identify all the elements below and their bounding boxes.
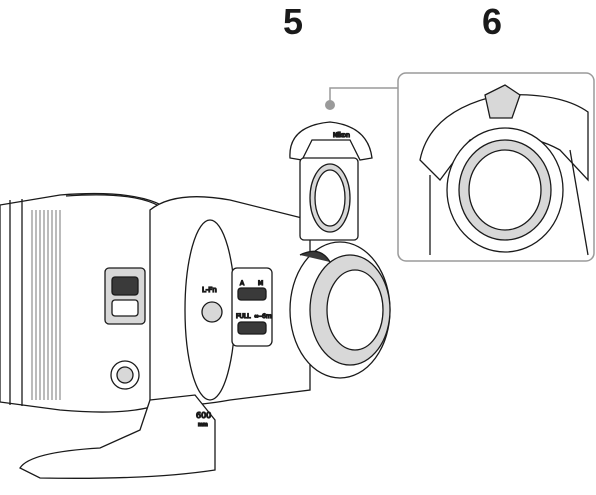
lens-barrel: L-Fn A M FULL ∞–6m 600 mm <box>0 192 391 479</box>
filter-holder: Nikon <box>289 121 373 241</box>
brand-mark: Nikon <box>333 132 350 139</box>
focus-mode-switch <box>237 287 267 301</box>
m-label: M <box>258 280 263 287</box>
focus-ring-grip <box>31 210 61 400</box>
focal-length: 600 <box>196 411 211 420</box>
range-label: ∞–6m <box>254 313 272 320</box>
focus-limit-switch <box>237 321 267 335</box>
filter-drawer-slot <box>299 250 331 263</box>
leader-line <box>325 87 400 110</box>
lfn-label: L-Fn <box>202 286 217 294</box>
tripod-foot <box>19 394 216 479</box>
full-label: FULL <box>236 313 251 320</box>
callout-5: 5 <box>283 1 304 42</box>
inset-detail <box>397 72 595 262</box>
lfn-button <box>201 301 223 323</box>
af-label: A <box>240 280 245 287</box>
release-button <box>484 84 521 119</box>
focal-unit: mm <box>198 422 208 428</box>
callout-6: 6 <box>482 1 503 42</box>
